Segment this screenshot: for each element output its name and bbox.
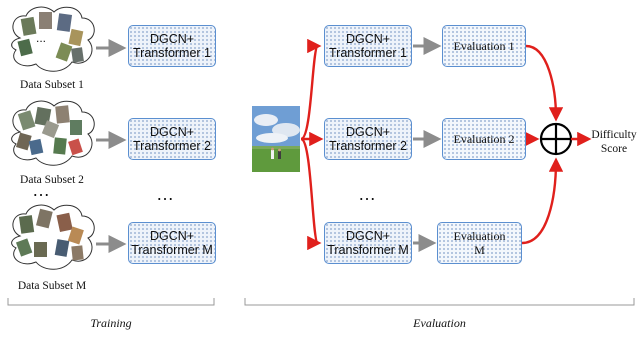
evaluation-label: Evaluation 1	[453, 39, 515, 53]
data-subset-M-label: Data Subset M	[17, 280, 87, 292]
model-name: Transformer M	[131, 243, 213, 257]
model-name: Transformer 2	[328, 139, 408, 153]
training-model-M: DGCN+ Transformer M	[128, 222, 216, 264]
difficulty-score-label: Difficulty Score	[591, 129, 637, 155]
evaluation-label: Evaluation 2	[453, 132, 515, 146]
model-name: Transformer 1	[132, 46, 212, 60]
input-image	[252, 106, 300, 172]
model-type: DGCN+	[149, 229, 195, 243]
model-type: DGCN+	[345, 229, 391, 243]
model-name: Transformer M	[327, 243, 409, 257]
model-name: Transformer 1	[328, 46, 408, 60]
svg-text:...: ...	[36, 31, 46, 45]
fan-arrow-1	[299, 38, 322, 141]
evaluation-box-1: Evaluation 1	[442, 25, 526, 67]
training-model-1: DGCN+ Transformer 1	[128, 25, 216, 67]
evaluation-ellipsis: …	[358, 184, 378, 204]
model-type: DGCN+	[149, 125, 195, 139]
data-subset-1-label: Data Subset 1	[20, 79, 84, 91]
sum-operator-icon	[539, 122, 573, 156]
evaluation-model-1: DGCN+ Transformer 1	[324, 25, 412, 67]
evaluation-box-M: Evaluation M	[437, 222, 522, 264]
evaluation-label: Evaluation M	[453, 229, 506, 257]
data-subset-M-image-cloud	[11, 204, 95, 270]
sum-arrow-M	[521, 157, 564, 245]
model-type: DGCN+	[345, 125, 391, 139]
fan-arrow-M	[299, 137, 322, 251]
training-bracket	[7, 298, 215, 306]
model-ellipsis: …	[156, 184, 176, 204]
training-model-2: DGCN+ Transformer 2	[128, 118, 216, 160]
model-name: Transformer 2	[132, 139, 212, 153]
data-subset-2-image-cloud	[11, 100, 95, 166]
model-type: DGCN+	[149, 32, 195, 46]
evaluation-model-M: DGCN+ Transformer M	[324, 222, 412, 264]
training-caption: Training	[90, 316, 132, 330]
data-subset-1-image-cloud: ...	[11, 6, 95, 72]
evaluation-model-2: DGCN+ Transformer 2	[324, 118, 412, 160]
evaluation-box-2: Evaluation 2	[442, 118, 526, 160]
model-type: DGCN+	[345, 32, 391, 46]
subset-ellipsis: …	[32, 180, 52, 200]
sum-arrow-1	[525, 44, 564, 122]
data-subset-2-label: Data Subset 2	[20, 174, 84, 186]
evaluation-caption: Evaluation	[413, 316, 466, 330]
evaluation-bracket	[244, 298, 635, 306]
